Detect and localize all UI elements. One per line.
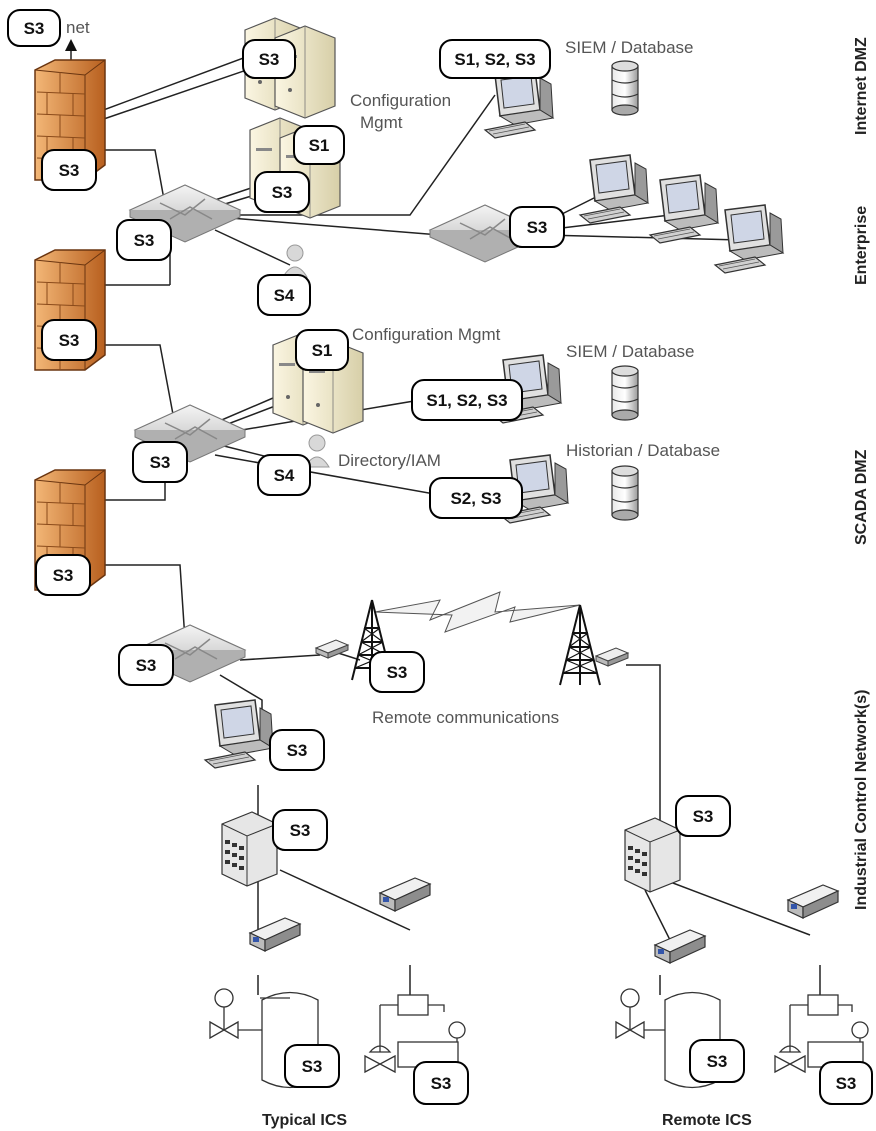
tower-icon-remote xyxy=(559,604,601,686)
rtu-icon-remote xyxy=(624,817,681,893)
svg-text:S2, S3: S2, S3 xyxy=(450,489,501,508)
typical-ics-caption: Typical ICS xyxy=(262,1112,347,1129)
control-loop-icon-remote xyxy=(774,994,869,1074)
svg-text:S3: S3 xyxy=(24,19,45,38)
modem-icon-remote xyxy=(595,647,629,667)
config-top-label: Configuration xyxy=(350,91,451,110)
svg-text:S4: S4 xyxy=(274,466,295,485)
badge-s3-loop-typical: S3 xyxy=(413,1061,469,1105)
siem-top-label: SIEM / Database xyxy=(565,38,694,57)
config-top-label-2: Mgmt xyxy=(360,113,403,132)
svg-text:S4: S4 xyxy=(274,286,295,305)
svg-text:S3: S3 xyxy=(150,453,171,472)
badge-s3-internet: S3 xyxy=(7,9,61,47)
badges: S3 S3 S1, S2, S3 S3 S1 S3 S3 S3 S4 S3 S1… xyxy=(7,9,873,1105)
badge-s123-siem-top: S1, S2, S3 xyxy=(439,39,551,79)
svg-text:S3: S3 xyxy=(59,331,80,350)
badge-s3-scada-switch: S3 xyxy=(132,441,188,483)
svg-text:S3: S3 xyxy=(136,656,157,675)
badge-s3-tower: S3 xyxy=(369,651,425,693)
svg-text:S3: S3 xyxy=(290,821,311,840)
directory-label: Directory/IAM xyxy=(338,451,441,470)
svg-text:S3: S3 xyxy=(387,663,408,682)
zone-internet-dmz: Internet DMZ xyxy=(853,37,870,135)
workstation-icon-enterprise-1 xyxy=(579,154,649,224)
zone-enterprise: Enterprise xyxy=(853,206,870,285)
svg-text:S1, S2, S3: S1, S2, S3 xyxy=(426,391,507,410)
workstation-icon-hmi xyxy=(204,699,274,769)
database-icon-siem-top xyxy=(611,60,639,116)
plc-icon-remote-1 xyxy=(654,929,706,964)
badge-s3-enterprise-switch: S3 xyxy=(116,219,172,261)
config-mid-label: Configuration Mgmt xyxy=(352,325,501,344)
badge-s3-dmz-server: S3 xyxy=(242,39,296,79)
zone-icn: Industrial Control Network(s) xyxy=(853,690,870,910)
svg-text:S3: S3 xyxy=(53,566,74,585)
database-icon-historian xyxy=(611,465,639,521)
svg-text:S1: S1 xyxy=(309,136,330,155)
badge-s123-siem-mid: S1, S2, S3 xyxy=(411,379,523,421)
svg-text:S1, S2, S3: S1, S2, S3 xyxy=(454,50,535,69)
svg-text:S3: S3 xyxy=(707,1052,728,1071)
badge-s3-enterprise-lan: S3 xyxy=(509,206,565,248)
svg-text:S3: S3 xyxy=(287,741,308,760)
badge-s3-firewall-enterprise: S3 xyxy=(41,319,97,361)
svg-text:S3: S3 xyxy=(302,1057,323,1076)
badge-s23-historian: S2, S3 xyxy=(429,477,523,519)
svg-text:S3: S3 xyxy=(836,1074,857,1093)
internet-label: net xyxy=(66,18,90,37)
siem-mid-label: SIEM / Database xyxy=(566,342,695,361)
svg-text:S3: S3 xyxy=(272,183,293,202)
svg-text:S3: S3 xyxy=(693,807,714,826)
zone-scada-dmz: SCADA DMZ xyxy=(853,449,870,545)
svg-text:S3: S3 xyxy=(259,50,280,69)
rtu-icon-typical xyxy=(221,811,278,887)
badge-s3-icn-switch: S3 xyxy=(118,644,174,686)
badge-s3-hmi: S3 xyxy=(269,729,325,771)
badge-s3-loop-remote: S3 xyxy=(819,1061,873,1105)
plc-icon-typical-2 xyxy=(379,877,431,912)
person-icon-enterprise xyxy=(282,244,308,278)
badge-s1-config-mid: S1 xyxy=(295,329,349,371)
workstation-icon-enterprise-2 xyxy=(649,174,719,244)
control-loop-icon-typical xyxy=(364,994,466,1074)
database-icon-siem-mid xyxy=(611,365,639,421)
svg-text:S3: S3 xyxy=(527,218,548,237)
badge-s4-directory: S4 xyxy=(257,454,311,496)
badge-s3-config-top: S3 xyxy=(254,171,310,213)
remote-ics-caption: Remote ICS xyxy=(662,1112,752,1129)
badge-s3-firewall-internet: S3 xyxy=(41,149,97,191)
badge-s3-tank-typical: S3 xyxy=(284,1044,340,1088)
svg-text:S3: S3 xyxy=(59,161,80,180)
workstation-icon-siem-top xyxy=(484,69,554,139)
badge-s3-rtu-remote: S3 xyxy=(675,795,731,837)
badge-s1-config-top: S1 xyxy=(293,125,345,165)
wireless-link-icon xyxy=(374,591,581,633)
badge-s3-tank-remote: S3 xyxy=(689,1039,745,1083)
remote-comms-label: Remote communications xyxy=(372,708,559,727)
svg-text:S1: S1 xyxy=(312,341,333,360)
historian-label: Historian / Database xyxy=(566,441,720,460)
svg-text:S3: S3 xyxy=(134,231,155,250)
badge-s4-enterprise: S4 xyxy=(257,274,311,316)
badge-s3-firewall-scada: S3 xyxy=(35,554,91,596)
svg-text:S3: S3 xyxy=(431,1074,452,1093)
plc-icon-remote-2 xyxy=(787,884,839,919)
badge-s3-rtu-typical: S3 xyxy=(272,809,328,851)
